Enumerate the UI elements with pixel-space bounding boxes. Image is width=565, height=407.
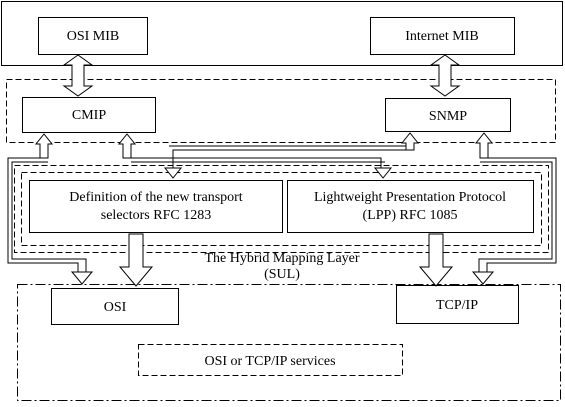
transport-connector-arrowhead: [163, 167, 183, 179]
cmip-box: [22, 97, 156, 133]
lpp-box: [287, 180, 534, 233]
hybrid-layer-subtitle: (SUL): [264, 267, 300, 282]
transport-selectors-box: [29, 180, 283, 233]
osi-label: OSI: [104, 300, 127, 315]
osi-mib-label: OSI MIB: [67, 29, 120, 44]
cmip-osi-bypass-inner: [11, 161, 87, 272]
snmp-up-arrow-right: [474, 132, 494, 159]
lpp-line2: (LPP) RFC 1085: [363, 208, 458, 223]
internet-mib-label: Internet MIB: [405, 29, 478, 44]
lpp-line1: Lightweight Presentation Protocol: [314, 190, 506, 205]
osi-box: [51, 288, 179, 325]
snmp-label: SNMP: [429, 109, 467, 124]
cmip-up-arrow-left: [34, 133, 54, 159]
tcpip-label: TCP/IP: [436, 298, 478, 313]
osi-mib-box: [38, 17, 148, 55]
protocol-region: [6, 79, 556, 143]
services-box: [138, 344, 403, 376]
tcpip-box: [396, 285, 519, 324]
hybrid-layer-outer: [14, 165, 549, 253]
cmip-label: CMIP: [72, 108, 106, 123]
transport-to-osi-arrow: [118, 233, 154, 287]
transport-selectors-line1: Definition of the new transport: [69, 190, 243, 205]
hybrid-layer-title: The Hybrid Mapping Layer: [204, 251, 359, 266]
network-region: [17, 284, 561, 401]
osi-mib-cmip-arrow: [62, 54, 94, 97]
transport-selectors-line2: selectors RFC 1283: [101, 208, 211, 223]
internet-mib-snmp-arrow: [429, 54, 461, 97]
cmip-osi-bypass-outer: [7, 157, 79, 272]
lpp-connector-arrowhead: [373, 167, 393, 179]
snmp-tcpip-bypass-outer: [486, 157, 557, 272]
snmp-up-arrow-left: [400, 132, 420, 151]
snmp-to-transport-connector: [172, 149, 410, 168]
cmip-osi-bypass-arrowhead: [70, 271, 94, 285]
snmp-tcpip-bypass-arrowhead: [471, 271, 495, 285]
lpp-to-tcpip-arrow: [418, 233, 454, 287]
snmp-tcpip-bypass-inner: [478, 161, 553, 272]
cmip-up-arrow-right: [117, 133, 137, 159]
internet-mib-box: [370, 17, 515, 55]
services-label: OSI or TCP/IP services: [204, 354, 335, 369]
cmip-to-lpp-connector: [127, 157, 382, 168]
snmp-box: [385, 98, 511, 132]
